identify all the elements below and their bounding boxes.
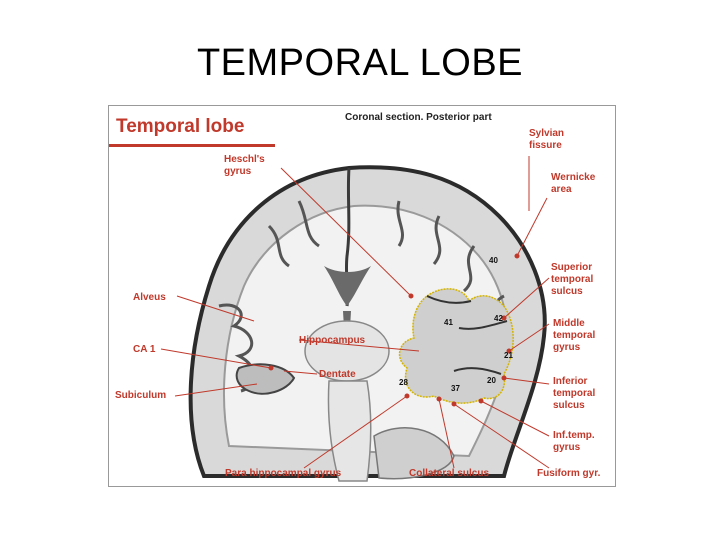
area-number-40: 40 [489,256,498,265]
slide-title: TEMPORAL LOBE [196,42,524,84]
parahippocampal-dot [404,393,410,399]
label-superior-temporal-sulcus: Superior temporal sulcus [551,262,594,297]
sup-temporal-dot [501,315,507,321]
collateral-dot [436,396,442,402]
area-number-37: 37 [451,384,460,393]
ca1-dot [268,365,274,371]
area-number-21: 21 [504,351,513,360]
sylvian-fissure-line [426,295,472,304]
label-inf-temp-gyrus: Inf.temp. gyrus [553,430,595,453]
title-underline [109,144,275,147]
label-dentate: Dentate [319,369,356,380]
inf-temporal-dot [501,375,507,381]
label-heschl-gyrus: Heschl's gyrus [224,154,265,177]
inf-temporal-leader [503,377,550,385]
lateral-ventricles [324,266,371,306]
label-middle-temporal-gyrus: Middle temporal gyrus [553,318,596,353]
cerebellum [373,427,455,480]
area-number-41: 41 [444,318,453,327]
inf-temp-gyrus-leader [480,400,550,437]
superior-temporal-sulcus-line [458,320,508,330]
fusiform-dot [451,401,457,407]
leader-lines [160,156,550,469]
wernicke-leader [516,197,548,257]
area-number-42: 42 [494,314,503,323]
inferior-temporal-sulcus-line [453,367,502,375]
area-number-20: 20 [487,376,496,385]
label-fusiform-gyrus: Fusiform gyr. [537,468,601,479]
area-number-28: 28 [399,378,408,387]
dentate-leader [283,370,318,375]
label-inferior-temporal-sulcus: Inferior temporal sulcus [553,376,596,411]
label-collateral-sulcus: Collateral sulcus [409,468,490,479]
label-alveus: Alveus [133,292,166,303]
inf-temp-gyrus-dot [478,398,484,404]
sup-temporal-leader [503,277,550,319]
parahippocampal-leader [303,395,408,469]
brainstem [327,380,372,482]
alveus-leader [176,295,255,322]
fusiform-leader [453,403,550,469]
ca1-leader [160,348,272,369]
left-hippocampus [235,363,296,395]
label-hippocampus: Hippocampus [299,335,366,346]
middle-temporal-leader [508,323,550,352]
heschl-dot [408,293,414,299]
label-parahippocampal-gyrus: Para hippocampal gyrus [225,468,342,479]
hippocampus-leader [298,339,420,352]
figure-title: Temporal lobe [116,116,245,137]
heschl-leader [280,167,412,297]
label-ca1: CA 1 [133,344,156,355]
coronal-section-image [160,156,550,482]
label-sylvian-fissure: Sylvian fissure [529,128,565,151]
wernicke-dot [514,253,520,259]
right-gyri [396,200,505,333]
figure-subtitle: Coronal section. Posterior part [345,112,492,123]
temporal-lobe-figure: Temporal lobe Coronal section. Posterior… [108,105,616,487]
label-wernicke-area: Wernicke area [551,172,596,195]
label-subiculum: Subiculum [115,390,167,401]
collateral-leader [438,398,455,469]
temporal-lobe-trace [398,288,514,404]
subiculum-leader [174,383,258,397]
middle-temporal-dot [506,348,512,354]
